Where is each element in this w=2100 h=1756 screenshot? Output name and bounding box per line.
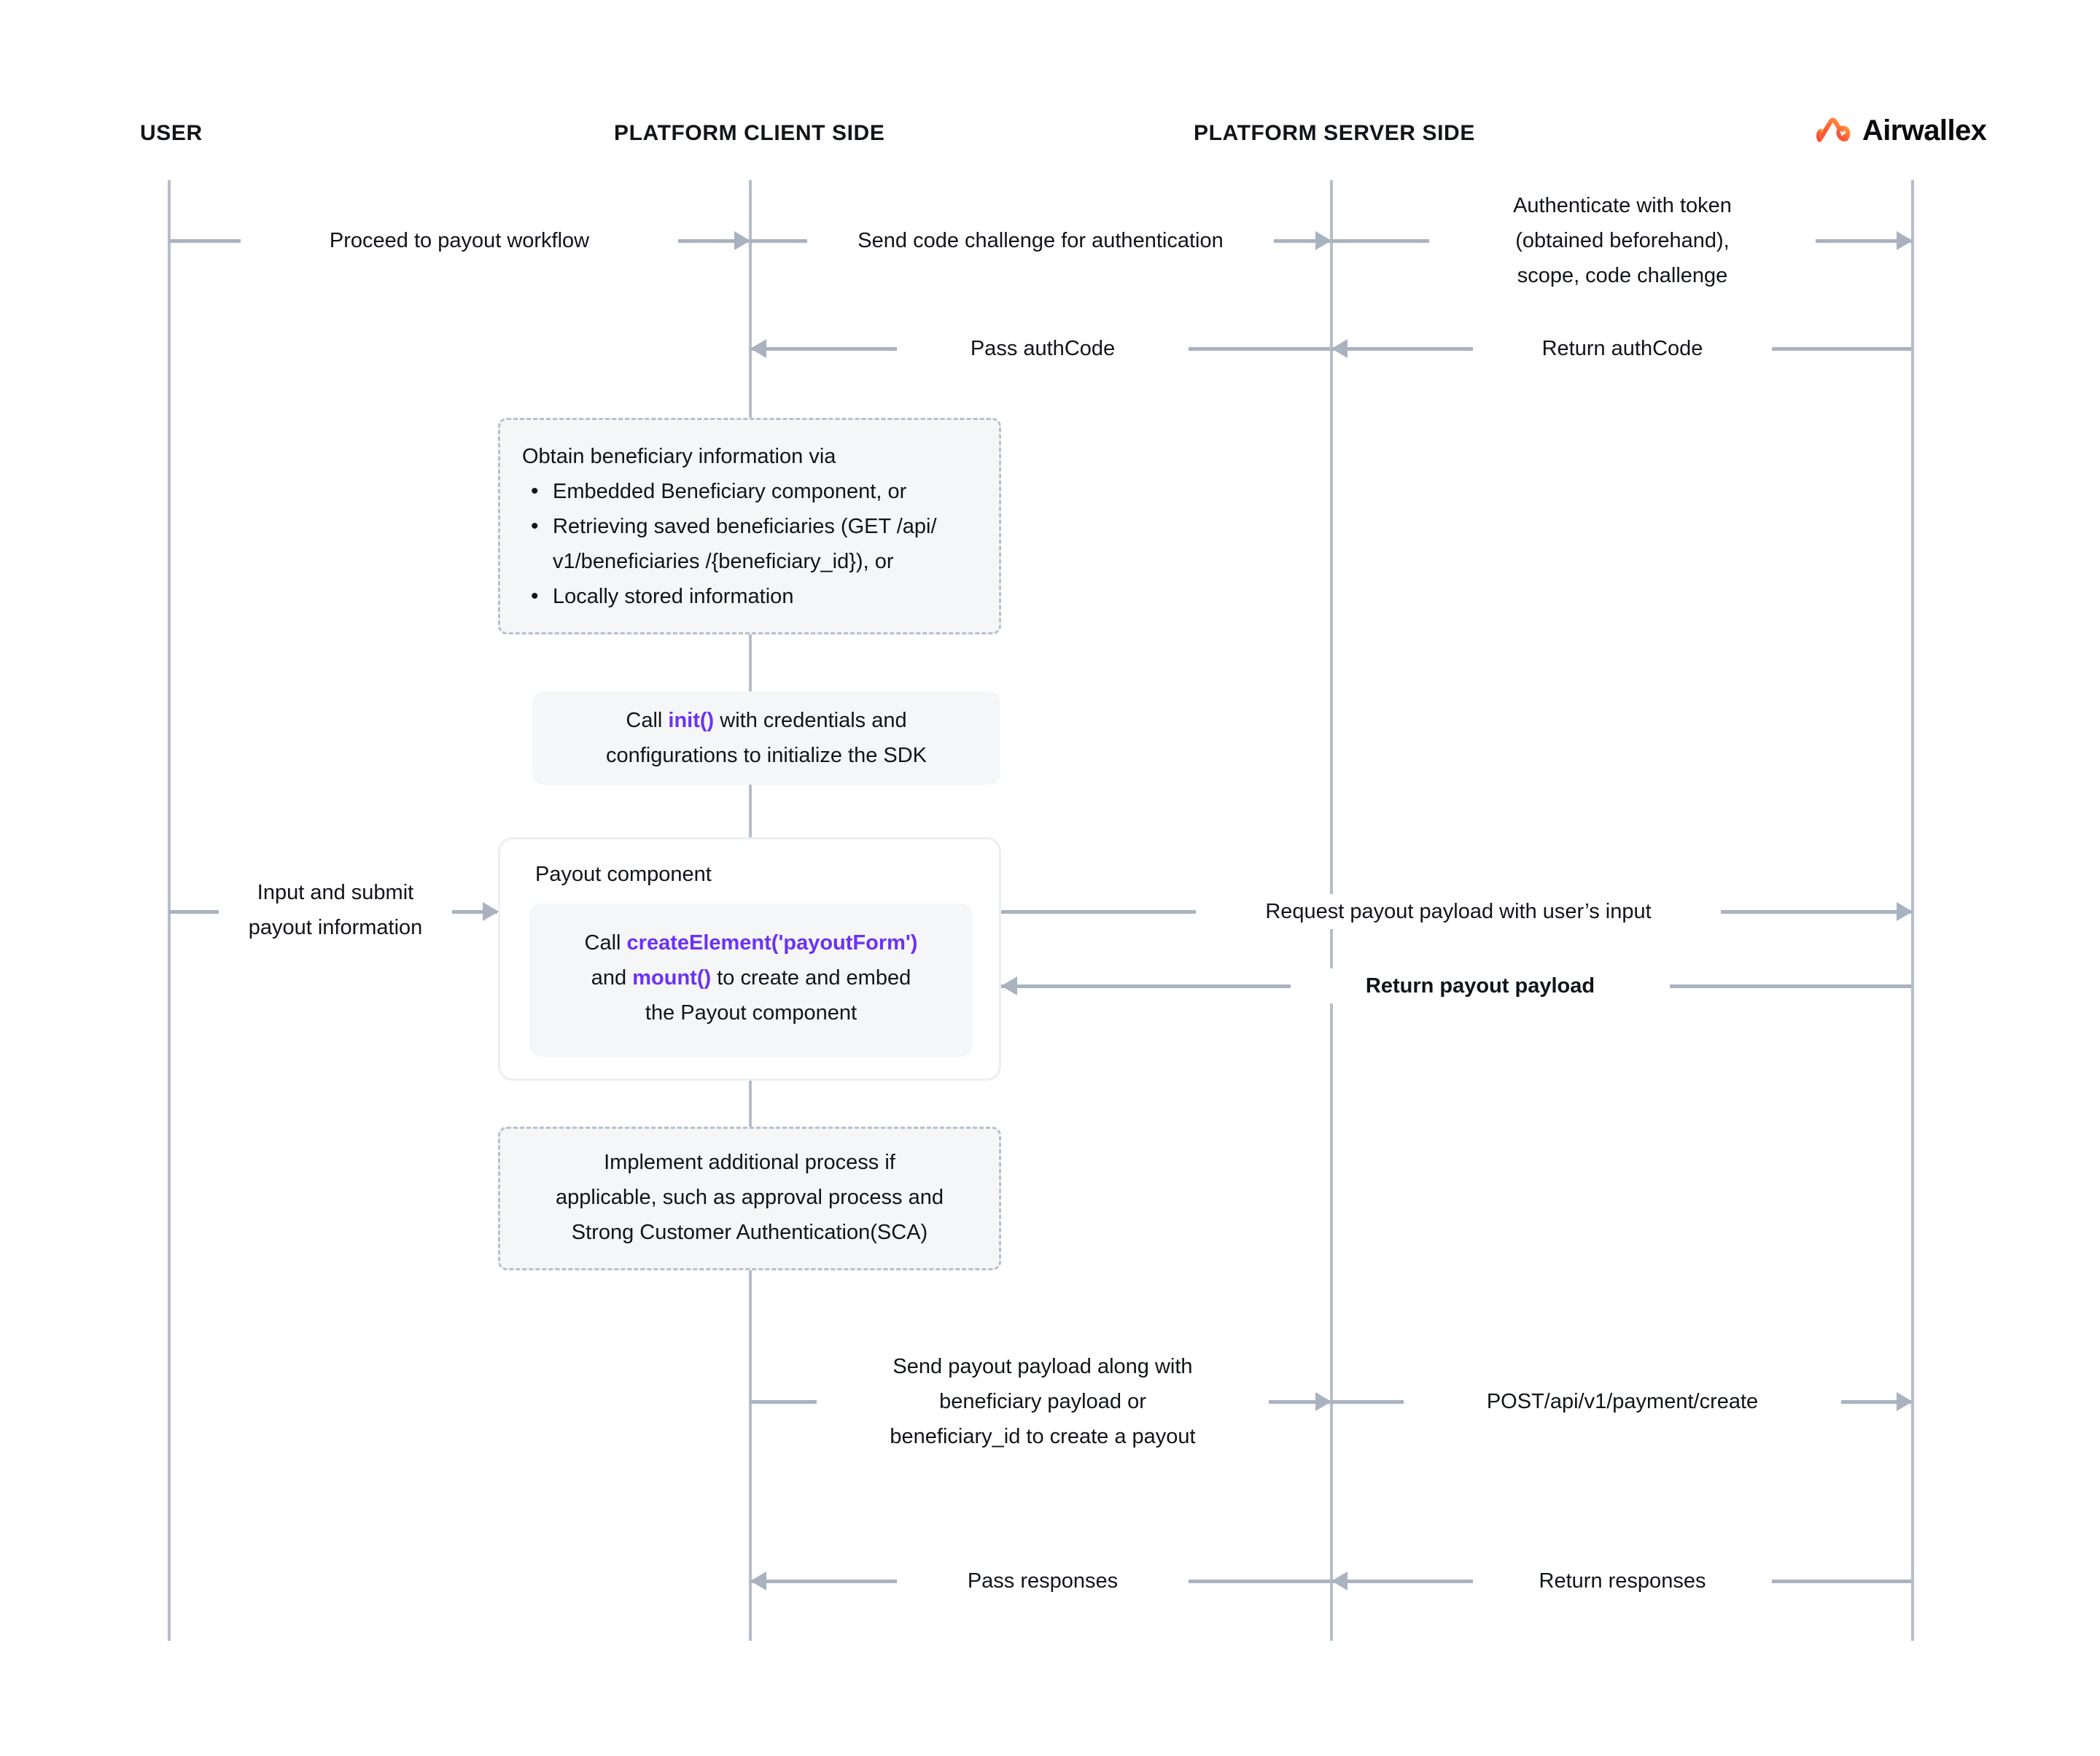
note-init-line1-prefix: Call (626, 709, 669, 732)
airwallex-logo: Airwallex (1814, 113, 1987, 148)
arrow-head-request-payout-payload (1897, 902, 1913, 921)
note-create-element-mount: Call createElement('payoutForm') and mou… (529, 904, 973, 1057)
note-payout-code-mount: mount() (632, 966, 712, 990)
arrow-head-return-payout-payload (1001, 976, 1017, 995)
message-input-and-submit-payout-information: Input and submit payout information (219, 875, 452, 945)
note-payout-line2-prefix: and (591, 966, 633, 990)
note-beneficiary-bullet: Retrieving saved beneficiaries (GET /api… (531, 509, 977, 579)
lane-header-user: USER (140, 121, 203, 145)
message-send-code-challenge: Send code challenge for authentication (807, 223, 1274, 258)
connector-payout-component-to-sca (749, 1081, 752, 1132)
note-beneficiary-bullet: Locally stored information (531, 579, 977, 614)
note-payout-line3: the Payout component (645, 1001, 858, 1025)
note-sca-text: Implement additional process if applicab… (556, 1151, 944, 1244)
note-call-init: Call init() with credentials and configu… (532, 691, 1000, 785)
connector-beneficiary-to-init (749, 634, 752, 691)
lifeline-airwallex (1911, 180, 1914, 1641)
note-obtain-beneficiary-information: Obtain beneficiary information via Embed… (498, 418, 1001, 634)
message-pass-responses: Pass responses (897, 1563, 1189, 1598)
arrow-head-post-payment-create (1897, 1392, 1913, 1411)
airwallex-infinity-mark-icon (1816, 117, 1851, 142)
arrow-head-send-code-challenge (1315, 231, 1331, 250)
lane-header-platform-client-side: PLATFORM CLIENT SIDE (614, 121, 885, 145)
note-beneficiary-bullet: Embedded Beneficiary component, or (531, 474, 977, 509)
note-init-line1-suffix: with credentials and (714, 709, 907, 732)
note-payout-line2-suffix: to create and embed (711, 966, 911, 990)
message-proceed-to-payout: Proceed to payout workflow (241, 223, 678, 258)
note-init-code-init: init() (668, 709, 715, 732)
message-request-payout-payload: Request payout payload with user’s input (1196, 894, 1721, 929)
connector-init-to-payout-component (749, 785, 752, 837)
arrow-head-return-authcode (1331, 339, 1348, 358)
note-beneficiary-heading: Obtain beneficiary information via (522, 445, 836, 468)
message-authenticate-with-token: Authenticate with token (obtained before… (1429, 188, 1816, 293)
message-send-payout-payload: Send payout payload along with beneficia… (817, 1349, 1269, 1454)
arrow-head-send-payout-payload (1315, 1392, 1331, 1411)
message-return-responses: Return responses (1473, 1563, 1772, 1598)
arrow-head-input-and-submit (483, 902, 499, 921)
note-additional-process-sca: Implement additional process if applicab… (498, 1127, 1001, 1270)
note-payout-component-title: Payout component (535, 863, 712, 886)
arrow-head-pass-authcode (750, 339, 766, 358)
arrow-head-return-responses (1331, 1572, 1348, 1590)
arrow-head-pass-responses (750, 1572, 766, 1590)
arrow-head-proceed-to-payout (734, 231, 750, 250)
note-payout-line1-prefix: Call (584, 931, 627, 955)
note-payout-code-createelement: createElement('payoutForm') (626, 931, 918, 955)
message-return-authcode: Return authCode (1473, 331, 1772, 366)
message-post-payment-create: POST/api/v1/payment/create (1404, 1384, 1841, 1419)
lane-header-platform-server-side: PLATFORM SERVER SIDE (1194, 121, 1475, 145)
message-return-payout-payload: Return payout payload (1291, 968, 1670, 1003)
note-beneficiary-bullet-list: Embedded Beneficiary component, or Retri… (522, 474, 977, 614)
connector-sca-to-lifeline (749, 1270, 752, 1386)
note-payout-component-card: Payout component Call createElement('pay… (498, 837, 1001, 1081)
arrow-head-authenticate-with-token (1897, 231, 1913, 250)
brand-wordmark: Airwallex (1862, 114, 1987, 147)
message-pass-authcode: Pass authCode (897, 331, 1189, 366)
note-init-line2: configurations to initialize the SDK (605, 744, 928, 767)
